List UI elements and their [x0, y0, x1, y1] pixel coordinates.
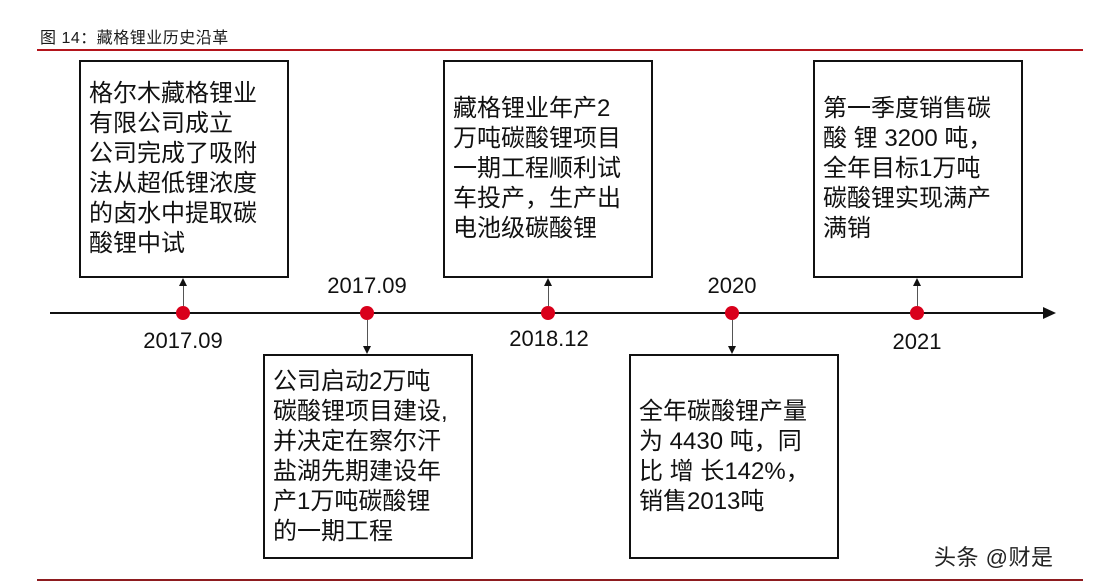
- event-date: 2018.12: [509, 326, 589, 351]
- event-text-line: 电池级碳酸锂: [453, 215, 597, 242]
- arrow-down-icon: [363, 346, 371, 354]
- event-text-line: 为 4430 吨，同: [639, 427, 802, 455]
- figure-caption: 图 14：藏格锂业历史沿革: [40, 30, 229, 47]
- event-box-2018-12: 藏格锂业年产2 万吨碳酸锂项目 一期工程顺利试 车投产，生产出 电池级碳酸锂: [443, 60, 653, 278]
- event-date: 2020: [707, 273, 757, 298]
- timeline-dot: [360, 306, 374, 320]
- connector-line: [732, 320, 733, 346]
- arrow-down-icon: [728, 346, 736, 354]
- event-text-line: 一期工程顺利试: [453, 155, 621, 182]
- connector-line: [367, 320, 368, 346]
- event-text-line: 满销: [823, 215, 871, 242]
- timeline-dot: [176, 306, 190, 320]
- top-divider: [37, 49, 1083, 51]
- event-text-line: 有限公司成立: [89, 110, 233, 137]
- event-text-line: 盐湖先期建设年: [273, 457, 441, 485]
- event-text-line: 的卤水中提取碳: [89, 200, 257, 227]
- event-text-line: 藏格锂业年产2: [453, 95, 611, 122]
- event-text-line: 酸锂中试: [89, 230, 185, 257]
- connector-line: [548, 284, 549, 306]
- bottom-divider: [37, 579, 1083, 581]
- connector-line: [917, 284, 918, 306]
- event-text-line: 万吨碳酸锂项目: [453, 125, 621, 152]
- arrow-up-icon: [544, 278, 552, 286]
- timeline-arrow-icon: [1043, 307, 1056, 319]
- event-text-line: 全年目标1万吨: [823, 155, 981, 182]
- event-text-line: 产1万吨碳酸锂: [273, 487, 431, 515]
- arrow-up-icon: [179, 278, 187, 286]
- arrow-up-icon: [913, 278, 921, 286]
- event-text-line: 全年碳酸锂产量: [639, 397, 807, 425]
- event-text-line: 碳酸锂项目建设,: [273, 397, 448, 425]
- event-text-line: 公司完成了吸附: [89, 140, 257, 167]
- event-text-line: 碳酸锂实现满产: [823, 185, 991, 212]
- event-text-line: 比 增 长142%，: [639, 457, 810, 485]
- event-date: 2021: [892, 329, 942, 354]
- timeline-dot: [725, 306, 739, 320]
- event-date: 2017.09: [143, 328, 223, 353]
- event-date: 2017.09: [327, 273, 407, 298]
- event-text-line: 酸 锂 3200 吨，: [823, 125, 993, 152]
- event-text-line: 的一期工程: [273, 517, 393, 545]
- event-text-line: 格尔木藏格锂业: [89, 80, 257, 107]
- timeline-dot: [910, 306, 924, 320]
- event-text-line: 公司启动2万吨: [273, 367, 431, 395]
- event-box-2017-09-b: 公司启动2万吨 碳酸锂项目建设, 并决定在察尔汗 盐湖先期建设年 产1万吨碳酸锂…: [263, 354, 473, 559]
- event-box-2020: 全年碳酸锂产量 为 4430 吨，同 比 增 长142%， 销售2013吨: [629, 354, 839, 559]
- event-text-line: 并决定在察尔汗: [273, 427, 441, 455]
- event-text-line: 车投产，生产出: [453, 185, 621, 212]
- connector-line: [183, 284, 184, 306]
- event-box-2017-09-a: 格尔木藏格锂业 有限公司成立 公司完成了吸附 法从超低锂浓度 的卤水中提取碳 酸…: [79, 60, 289, 278]
- event-box-2021: 第一季度销售碳 酸 锂 3200 吨， 全年目标1万吨 碳酸锂实现满产 满销: [813, 60, 1023, 278]
- timeline-dot: [541, 306, 555, 320]
- event-text-line: 第一季度销售碳: [823, 95, 991, 122]
- watermark: 头条 @财是: [934, 545, 1054, 570]
- event-text-line: 销售2013吨: [639, 487, 765, 515]
- event-text-line: 法从超低锂浓度: [89, 170, 257, 197]
